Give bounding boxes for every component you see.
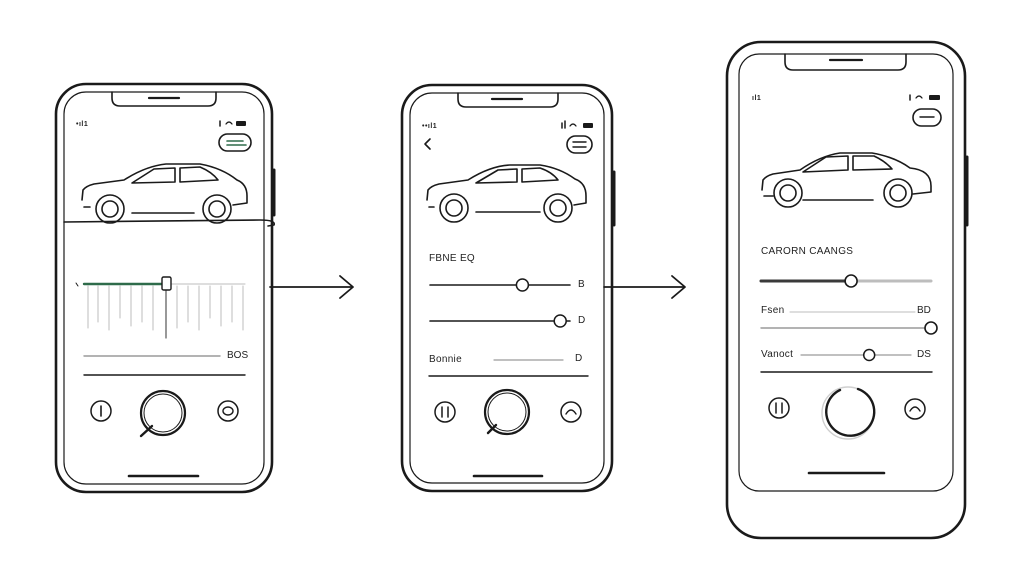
phone-2-section-title: FBNE EQ [429,253,475,264]
phone-1-car-illustration [81,163,248,224]
phone-2-screen [409,92,605,484]
phone-3-pause-button[interactable] [768,397,790,419]
phone-2-menu-button[interactable] [566,135,593,154]
phone-2-status-time: ••ıl1 [422,123,438,130]
phone-1-pause-button[interactable] [90,400,112,422]
phone-3-section-title: CARORN CAANGS [761,246,854,257]
phone-3 [725,40,969,540]
phone-2-knob-control[interactable] [483,388,531,436]
phone-3-row-2-value: BD [917,305,931,316]
phone-3-knob-control[interactable] [821,386,876,440]
phone-1-signal-wifi-battery-icons [219,120,246,127]
phone-2-repeat-button[interactable] [560,401,582,423]
phone-3-slider-1-knob[interactable] [844,274,858,288]
phone-2-notch [457,92,559,108]
phone-1-menu-button[interactable] [218,133,252,152]
phone-2-pause-button[interactable] [434,401,456,423]
phone-3-row-3-label: Vanoct [761,349,794,360]
phone-1-divider-swoop [63,219,276,227]
phone-3-screen [738,53,954,492]
phone-3-body [725,40,967,540]
phone-3-signal-wifi-battery-icons [909,94,940,101]
phone-1-status-time: •ıl1 [76,121,89,128]
phone-3-slider-2-knob[interactable] [924,321,938,335]
phone-1-eq-handle[interactable] [161,276,172,291]
phone-1-repeat-button[interactable] [217,400,239,422]
phone-3-status-time: ıl1 [752,95,762,102]
phone-1 [54,82,276,494]
phone-1-eq-graph[interactable] [75,276,246,339]
phone-3-row-3-value: DS [917,349,931,360]
phone-3-car-illustration [761,152,932,208]
phone-2-signal-wifi-battery-icons [561,120,593,129]
phone-2-slider-1-value: B [578,279,585,290]
phone-3-row-2-label: Fsen [761,305,785,316]
flow-arrow-1 [269,275,354,299]
phone-3-repeat-button[interactable] [904,398,926,420]
phone-1-value-label: BOS [227,350,249,361]
phone-2 [400,83,616,493]
phone-2-slider-1-knob[interactable] [515,278,530,292]
phone-1-notch [111,91,217,107]
phone-1-knob-control[interactable] [139,389,187,438]
phone-1-screen [63,91,265,485]
phone-2-balance-label: Bonnie [429,354,462,365]
flow-arrow-2 [603,275,686,299]
phone-2-body [400,83,614,493]
phone-2-balance-value: D [575,353,583,364]
phone-2-car-illustration [426,164,587,223]
phone-3-notch [784,53,907,71]
phone-3-slider-3-knob[interactable] [862,348,876,362]
phone-2-slider-2-value: D [578,315,586,326]
phone-1-body [54,82,274,494]
phone-2-back-chevron-icon[interactable] [424,138,431,150]
phone-2-slider-2-knob[interactable] [553,314,567,328]
phone-3-menu-button[interactable] [912,108,942,127]
